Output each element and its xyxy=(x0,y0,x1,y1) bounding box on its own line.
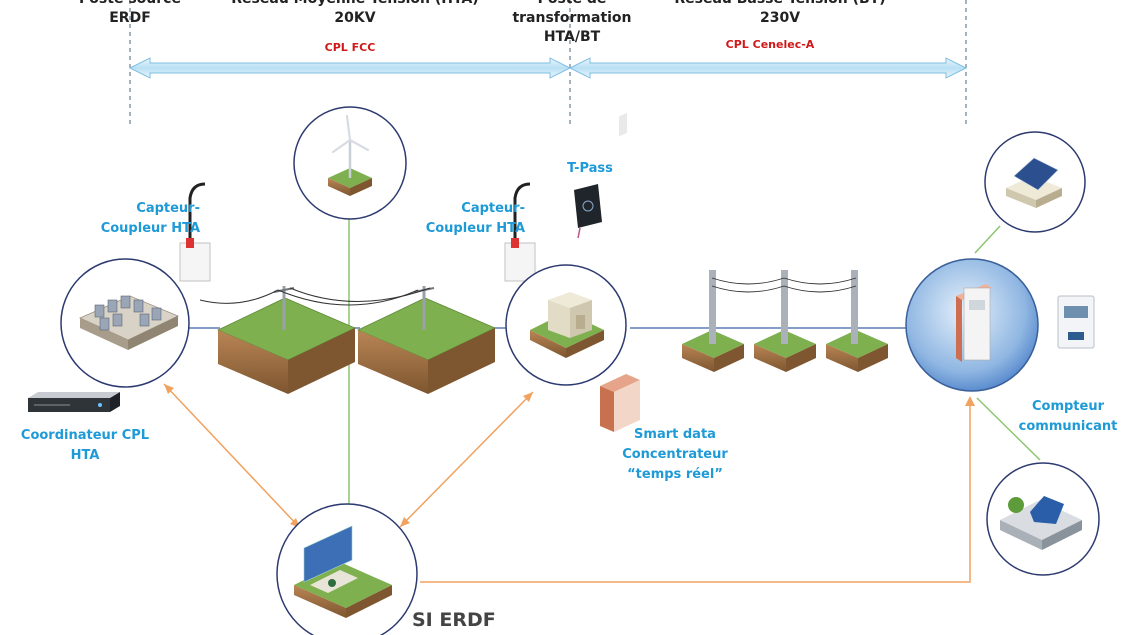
capteur-coupleur-right-icon xyxy=(504,182,536,282)
tpass-device-icon xyxy=(574,184,602,239)
smart-data-line2: Concentrateur xyxy=(622,447,728,462)
reseau-hta-line2: 20KV xyxy=(334,10,376,26)
capteur-left-line2: Coupleur HTA xyxy=(100,221,200,236)
si-erdf-circle xyxy=(276,503,418,635)
si-erdf-label: SI ERDF xyxy=(412,609,496,631)
coordinateur-line1: Coordinateur CPL xyxy=(20,428,150,443)
capteur-right-line2: Coupleur HTA xyxy=(425,221,525,236)
poste-source-line1: Poste source xyxy=(70,0,190,9)
poste-transformation-line1: Poste de xyxy=(498,0,646,9)
poste-source-title: Poste source ERDF xyxy=(70,0,190,28)
connectors xyxy=(163,212,1041,583)
coordinator-server-icon xyxy=(28,392,120,412)
wind-turbine-circle xyxy=(293,106,407,220)
bt-range-arrow xyxy=(568,57,968,79)
cpl-cenelec-label: CPL Cenelec-A xyxy=(725,38,815,51)
poste-transformation-title: Poste de transformation HTA/BT xyxy=(498,0,646,47)
compteur-meter-icon xyxy=(1057,295,1095,349)
compteur-label: Compteur communicant xyxy=(1012,397,1124,437)
capteur-left-line1: Capteur- xyxy=(136,201,200,216)
reseau-bt-line1: Réseau Basse Tension (BT) xyxy=(640,0,920,9)
hta-line-tile-right xyxy=(357,286,496,394)
compteur-line1: Compteur xyxy=(1031,399,1105,414)
smart-data-line1: Smart data xyxy=(634,427,716,442)
reseau-hta-line1: Réseau Moyenne Tension (HTA) xyxy=(210,0,500,9)
compteur-line2: communicant xyxy=(1018,419,1118,434)
coordinateur-label: Coordinateur CPL HTA xyxy=(10,426,160,466)
smart-data-concentrator-icon xyxy=(600,112,640,432)
poste-source-line2: ERDF xyxy=(109,10,151,26)
solar-panel-circle xyxy=(984,131,1086,233)
ev-charging-circle xyxy=(986,462,1100,576)
capteur-right-line1: Capteur- xyxy=(461,201,525,216)
transformer-station-circle xyxy=(505,264,627,386)
capteur-left-label: Capteur- Coupleur HTA xyxy=(70,199,200,239)
reseau-bt-title: Réseau Basse Tension (BT) 230V xyxy=(640,0,920,28)
hta-range-arrow xyxy=(128,57,572,79)
tpass-label: T-Pass xyxy=(567,161,613,176)
poste-transformation-line2: transformation xyxy=(512,10,632,26)
section-boundaries xyxy=(129,0,967,128)
reseau-hta-title: Réseau Moyenne Tension (HTA) 20KV xyxy=(210,0,500,28)
capteur-coupleur-left-icon xyxy=(179,182,211,282)
smart-data-line3: “temps réel” xyxy=(627,467,723,482)
bt-pole-tiles xyxy=(682,270,888,372)
poste-source-circle xyxy=(60,258,190,388)
hta-line-tile-left xyxy=(217,286,356,394)
poste-transformation-line3: HTA/BT xyxy=(543,29,601,45)
cpl-fcc-label: CPL FCC xyxy=(324,41,376,54)
overhead-cables xyxy=(199,287,431,306)
meter-circle xyxy=(905,258,1039,392)
capteur-right-label: Capteur- Coupleur HTA xyxy=(395,199,525,239)
reseau-bt-line2: 230V xyxy=(759,10,801,26)
smart-data-label: Smart data Concentrateur “temps réel” xyxy=(600,425,750,485)
coordinateur-line2: HTA xyxy=(70,448,100,463)
